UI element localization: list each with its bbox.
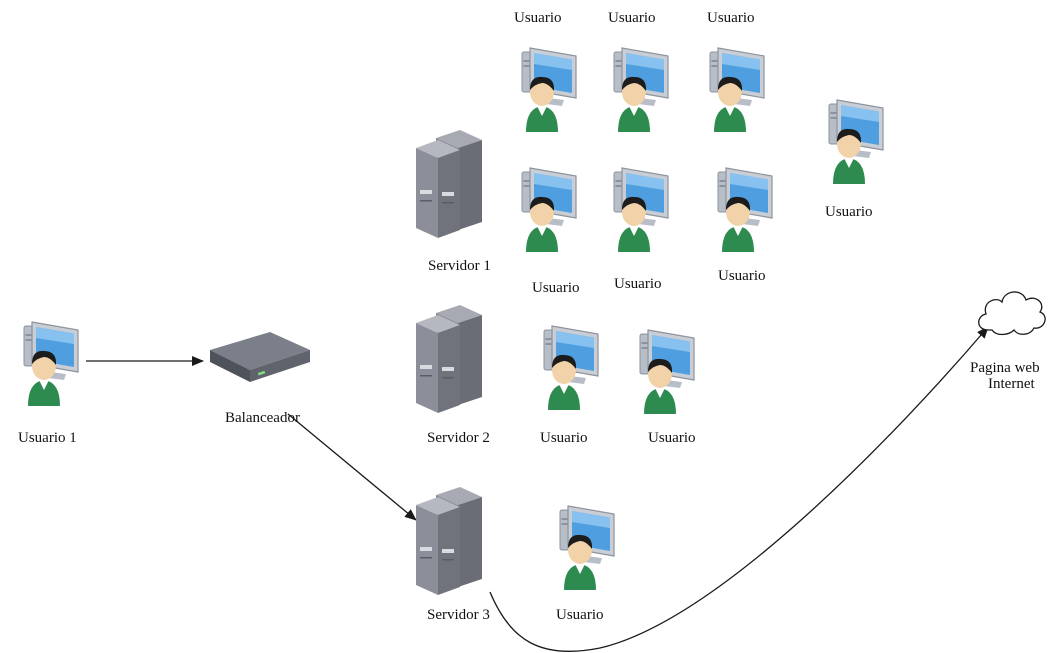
node-label-usuario: Usuario xyxy=(556,607,604,623)
edge-server3-to-internet xyxy=(489,326,989,652)
cloud-icon[interactable] xyxy=(974,282,1048,342)
server-icon[interactable] xyxy=(416,130,486,240)
load-balancer-icon[interactable] xyxy=(208,328,312,388)
node-label-usuario: Usuario xyxy=(608,10,656,26)
user-computer-icon[interactable] xyxy=(600,166,670,256)
node-label-usuario: Usuario xyxy=(514,10,562,26)
edge-balancer-to-server3 xyxy=(287,413,417,521)
user-computer-icon[interactable] xyxy=(696,46,766,136)
node-label-usuario: Usuario xyxy=(614,276,662,292)
user-computer-icon[interactable] xyxy=(508,166,578,256)
node-label-usuario: Usuario xyxy=(707,10,755,26)
node-label-pagina-web: Pagina web xyxy=(970,360,1040,376)
node-label-servidor-1: Servidor 1 xyxy=(428,258,491,274)
node-label-usuario: Usuario xyxy=(540,430,588,446)
node-label-usuario: Usuario xyxy=(648,430,696,446)
user-computer-icon[interactable] xyxy=(530,324,600,414)
user-computer-icon[interactable] xyxy=(546,504,616,594)
user-computer-icon[interactable] xyxy=(704,166,774,256)
user-computer-icon[interactable] xyxy=(10,320,80,410)
node-label-usuario: Usuario xyxy=(718,268,766,284)
server-icon[interactable] xyxy=(416,487,486,597)
user-computer-icon[interactable] xyxy=(508,46,578,136)
node-label-servidor-2: Servidor 2 xyxy=(427,430,490,446)
node-label-internet: Internet xyxy=(988,376,1035,392)
user-computer-icon[interactable] xyxy=(626,328,696,418)
node-label-usuario-1: Usuario 1 xyxy=(18,430,77,446)
node-label-balanceador: Balanceador xyxy=(225,410,300,426)
user-computer-icon[interactable] xyxy=(600,46,670,136)
node-label-servidor-3: Servidor 3 xyxy=(427,607,490,623)
user-computer-icon[interactable] xyxy=(815,98,885,188)
node-label-usuario: Usuario xyxy=(825,204,873,220)
node-label-usuario: Usuario xyxy=(532,280,580,296)
server-icon[interactable] xyxy=(416,305,486,415)
